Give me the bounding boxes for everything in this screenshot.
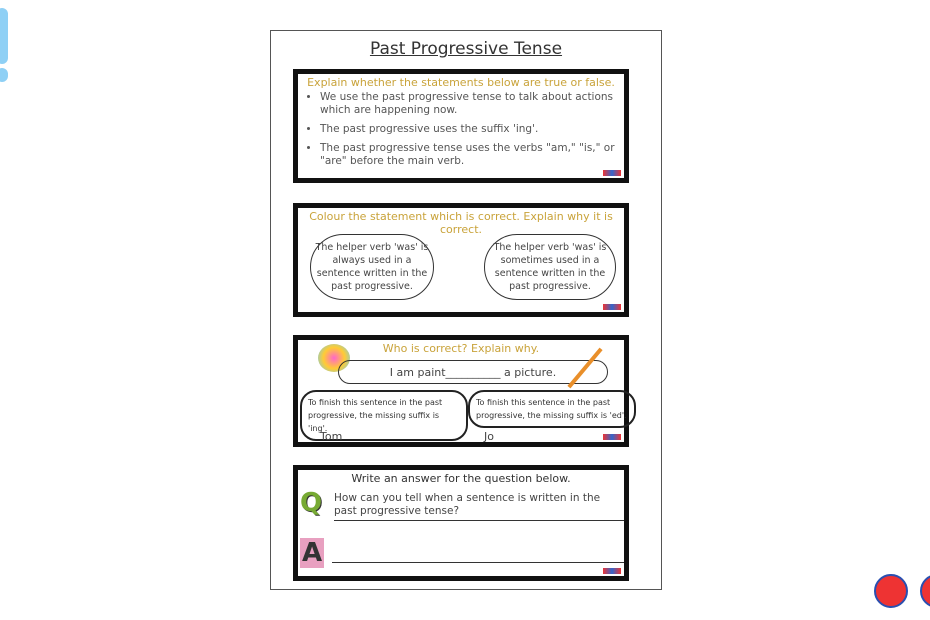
true-false-section: Explain whether the statements below are… [293, 69, 629, 183]
exclamation-dot [0, 68, 8, 82]
brand-logo-icon [874, 574, 908, 608]
q-letter-icon: Q [300, 488, 323, 518]
a-letter-icon: A [300, 538, 325, 568]
who-is-correct-section: Who is correct? Explain why. I am paint_… [293, 335, 636, 447]
section-question: Write an answer for the question below. [351, 472, 571, 485]
worksheet-title: Past Progressive Tense [369, 39, 563, 59]
statement-right: The helper verb 'was' is sometimes used … [484, 234, 616, 300]
jo-label: Jo [484, 430, 494, 443]
section-question: Colour the statement which is correct. E… [309, 210, 613, 236]
worksheet: Past Progressive Tense Explain whether t… [270, 30, 662, 590]
logo-icon [603, 434, 621, 440]
section-question: Who is correct? Explain why. [382, 342, 540, 355]
statement-left: The helper verb 'was' is always used in … [310, 234, 434, 300]
tom-label: Tom [320, 430, 343, 443]
answer-line[interactable] [332, 562, 624, 563]
section-question: Explain whether the statements below are… [307, 76, 615, 89]
colour-statement-section: Colour the statement which is correct. E… [293, 203, 629, 317]
answer-line [334, 520, 624, 521]
logo-icon [603, 568, 621, 574]
logo-icon [603, 304, 621, 310]
written-answer-section: Write an answer for the question below. … [293, 465, 629, 581]
question-prompt: How can you tell when a sentence is writ… [334, 492, 601, 517]
statement: We use the past progressive tense to tal… [320, 91, 624, 117]
tom-speech-bubble: To finish this sentence in the past prog… [300, 390, 468, 441]
statement: The past progressive tense uses the verb… [320, 142, 624, 168]
jo-speech-bubble: To finish this sentence in the past prog… [468, 390, 636, 428]
exclamation-decoration [0, 8, 8, 64]
brand-logo-icon [920, 574, 930, 608]
sentence-oval: I am paint__________ a picture. [338, 360, 608, 384]
logo-icon [603, 170, 621, 176]
statement: The past progressive uses the suffix 'in… [320, 123, 624, 136]
